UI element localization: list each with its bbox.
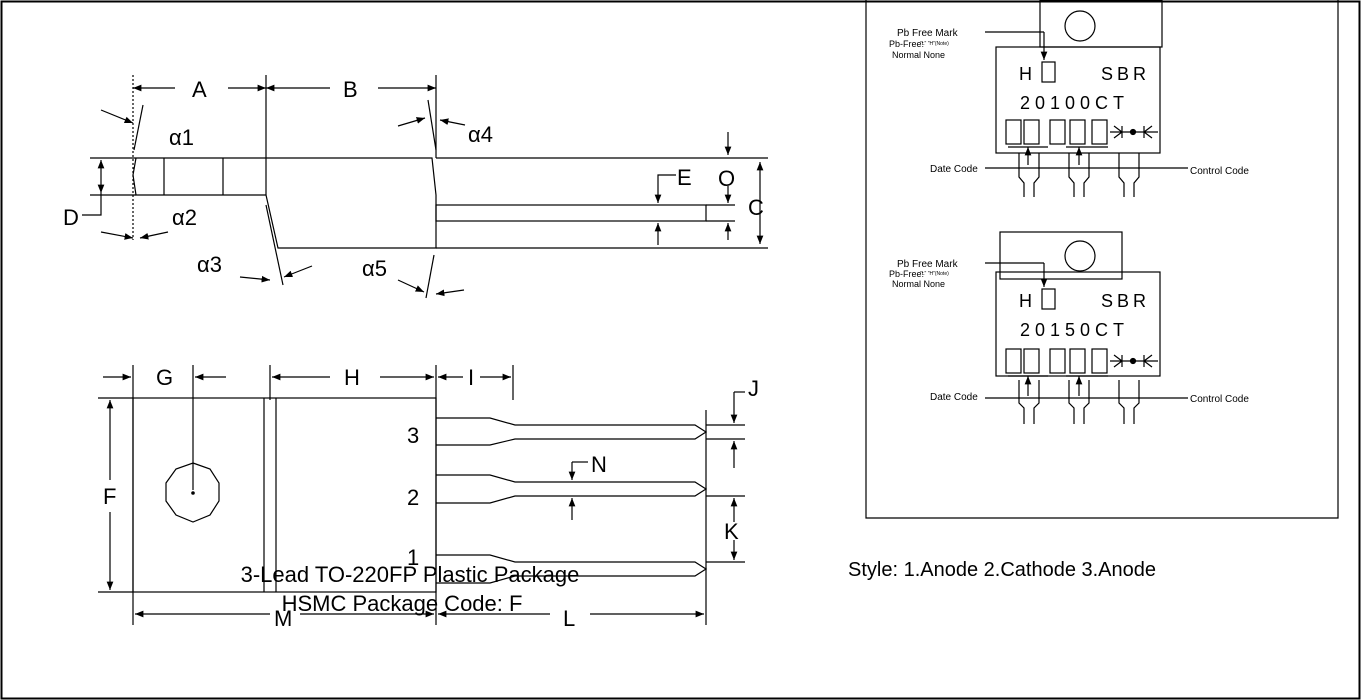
front-view-labels: G H I J F N K 3 2 1 M L 3-Lead TO-220FP … <box>103 365 759 631</box>
control-code-label: Control Code <box>1190 394 1249 405</box>
side-view-labels: A B α1 α2 α3 α4 α5 D E O C <box>63 77 764 281</box>
dim-label-d: D <box>63 205 79 230</box>
pin-label-3: 3 <box>407 423 419 448</box>
dim-label-a: A <box>192 77 207 102</box>
pb-free-line: Pb-Free: <box>889 39 924 49</box>
side-view <box>82 75 768 299</box>
date-code-label: Date Code <box>930 164 978 175</box>
dim-label-alpha4: α4 <box>468 122 493 147</box>
normal-none-label: Normal None <box>892 50 945 60</box>
pin-label-1: 1 <box>407 545 419 570</box>
dim-label-j: J <box>748 376 759 401</box>
pb-free-mark-label: Pb Free Mark <box>897 259 959 270</box>
dim-label-alpha5: α5 <box>362 256 387 281</box>
pb-free-small: "L" "H"(Note) <box>920 271 949 277</box>
marking-labels-top: Pb Free Mark Pb-Free: "L" "H"(Note) Norm… <box>889 28 1249 177</box>
marking-part-number: 20100CT <box>1020 93 1129 113</box>
dim-label-k: K <box>724 519 739 544</box>
marking-part-number: 20150CT <box>1020 320 1129 340</box>
dim-label-alpha3: α3 <box>197 252 222 277</box>
marking-sbr: SBR <box>1101 64 1150 84</box>
package-code: HSMC Package Code: F <box>282 591 523 616</box>
dim-label-alpha2: α2 <box>172 205 197 230</box>
date-code-label: Date Code <box>930 392 978 403</box>
dim-label-n: N <box>591 452 607 477</box>
dim-label-o: O <box>718 166 735 191</box>
marking-h: H <box>1019 64 1032 84</box>
dim-label-c: C <box>748 195 764 220</box>
pb-free-mark-label: Pb Free Mark <box>897 28 959 39</box>
dim-label-b: B <box>343 77 358 102</box>
dim-label-f: F <box>103 484 116 509</box>
marking-labels-bottom: Pb Free Mark Pb-Free: "L" "H"(Note) Norm… <box>889 259 1249 405</box>
dim-label-m: M <box>274 606 292 631</box>
dim-label-h: H <box>344 365 360 390</box>
control-code-label: Control Code <box>1190 166 1249 177</box>
dim-label-alpha1: α1 <box>169 125 194 150</box>
package-title: 3-Lead TO-220FP Plastic Package <box>241 562 580 587</box>
marking-sbr: SBR <box>1101 291 1150 311</box>
marking-panel <box>865 0 1339 519</box>
style-note: Style: 1.Anode 2.Cathode 3.Anode <box>848 559 1156 581</box>
dim-label-e: E <box>677 165 692 190</box>
pin-label-2: 2 <box>407 485 419 510</box>
pb-free-small: "L" "H"(Note) <box>920 41 949 47</box>
front-view <box>98 365 745 625</box>
marking-h: H <box>1019 291 1032 311</box>
pb-free-line: Pb-Free: <box>889 269 924 279</box>
dim-label-g: G <box>156 365 173 390</box>
dim-label-l: L <box>563 606 575 631</box>
dim-label-i: I <box>468 365 474 390</box>
normal-none-label: Normal None <box>892 279 945 289</box>
